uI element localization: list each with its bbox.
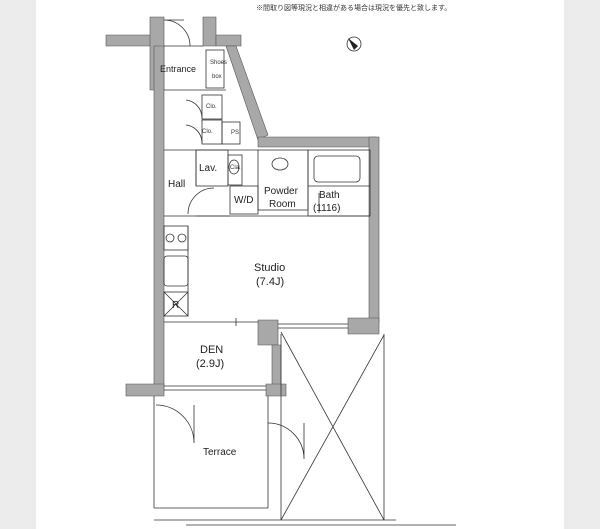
wall-right-outer — [368, 136, 380, 323]
lav-fixture — [227, 154, 243, 186]
wall-right-top — [257, 136, 377, 148]
den-label-2: (2.9J) — [196, 358, 225, 370]
wall-left-outer — [153, 45, 165, 389]
bath-label-1: Bath — [319, 190, 340, 201]
bath-label-2: (1116) — [313, 203, 341, 214]
balcony-diagonal-1 — [280, 331, 385, 521]
kitchen-sink — [163, 255, 189, 287]
wall-den-column — [257, 319, 279, 346]
wall-diagonal — [225, 45, 269, 141]
cooktop — [163, 225, 189, 251]
closet-2-label: Clo. — [202, 129, 213, 135]
shoes-box-label-1: Shoes — [210, 60, 228, 66]
bathtub — [313, 155, 361, 183]
refrigerator-label: R — [172, 300, 180, 311]
studio-label-1: Studio — [254, 262, 286, 274]
wall-entrance-right — [202, 16, 217, 47]
closet-1 — [201, 94, 223, 120]
terrace-label: Terrace — [203, 447, 237, 458]
cla-label: Cla. — [230, 165, 241, 171]
balcony-diagonal-2 — [280, 334, 385, 521]
floor-plan-drawing — [105, 16, 456, 526]
pipe-space — [221, 121, 241, 145]
pipe-space-label: PS — [231, 130, 240, 136]
den-label-1: DEN — [200, 344, 224, 356]
wall-bottom-right — [265, 383, 287, 397]
entrance-label: Entrance — [160, 64, 197, 74]
powder-room-label-2: Room — [269, 199, 296, 210]
wall-top-right — [215, 34, 242, 47]
north-arrow-icon — [346, 36, 362, 52]
entrance-door — [163, 19, 191, 47]
shoes-box — [205, 49, 225, 89]
washer-dryer-label: W/D — [234, 195, 254, 206]
disclaimer-note: ※間取り図等現況と相違がある場合は現況を優先と致します。 — [256, 5, 452, 12]
washer-dryer — [229, 185, 259, 215]
powder-room-label-1: Powder — [264, 186, 298, 197]
lavatory-label: Lav. — [199, 163, 218, 174]
shoes-box-label-2: box — [212, 74, 222, 80]
wall-bottom-left — [125, 383, 165, 397]
floor-plan-sheet: ※間取り図等現況と相違がある場合は現況を優先と致します。 — [36, 0, 564, 529]
studio-label-2: (7.4J) — [256, 276, 285, 288]
wall-right-bottom — [347, 317, 380, 335]
closet-1-label: Clo. — [206, 104, 217, 110]
wall-den-right — [271, 344, 282, 386]
hall-label: Hall — [168, 179, 186, 190]
